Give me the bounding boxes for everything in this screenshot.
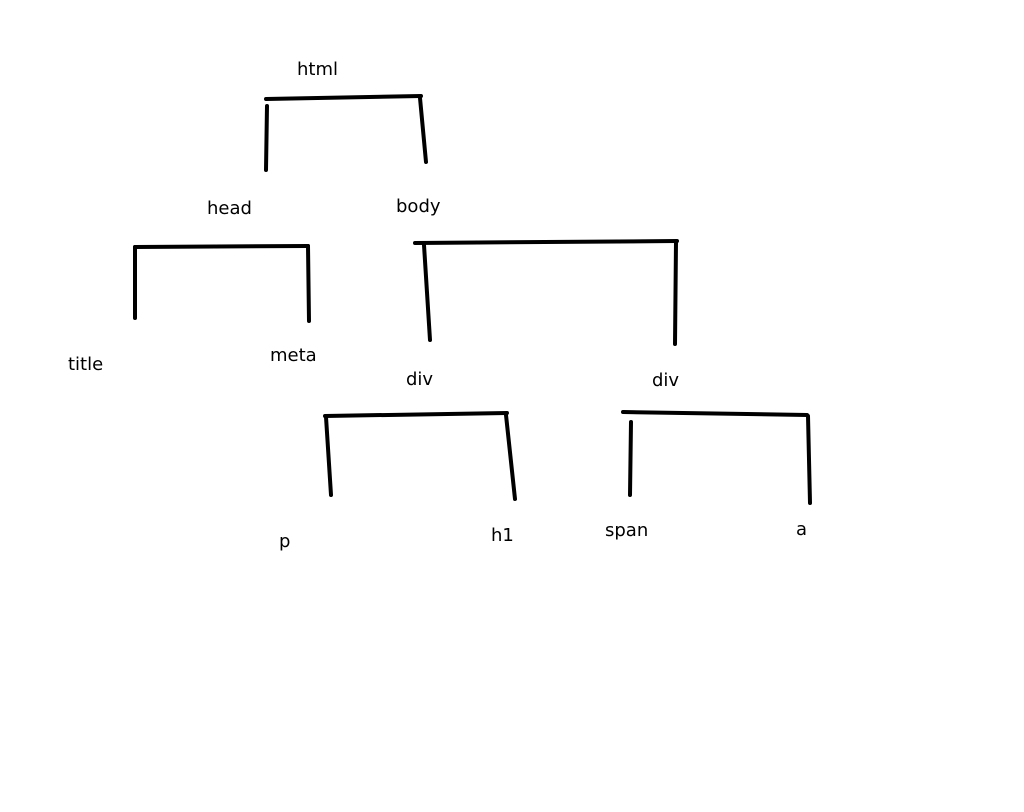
- node-title: title: [68, 354, 104, 375]
- node-p: p: [279, 531, 291, 552]
- connector-html-bar: [264, 94, 423, 101]
- connector-body-div2: [673, 240, 678, 346]
- node-div-left: div: [406, 369, 434, 390]
- connector-head-meta: [306, 244, 311, 323]
- connector-div2-span: [628, 420, 633, 497]
- connector-html-body: [418, 96, 428, 164]
- connector-html-head: [264, 104, 269, 172]
- connector-head-bar: [133, 244, 310, 249]
- node-head: head: [207, 198, 252, 219]
- node-h1: h1: [491, 525, 514, 546]
- node-a: a: [796, 519, 808, 540]
- node-html: html: [297, 59, 339, 80]
- connector-body-div1: [422, 243, 432, 342]
- connector-div2-a: [806, 414, 812, 505]
- connector-div2-bar: [621, 410, 809, 417]
- node-meta: meta: [270, 345, 317, 366]
- node-div-right: div: [652, 370, 680, 391]
- connector-div1-bar: [323, 411, 509, 418]
- node-span: span: [605, 520, 649, 541]
- connector-div1-p: [324, 415, 333, 497]
- connector-body-bar: [413, 239, 679, 245]
- node-body: body: [396, 196, 441, 217]
- connector-div1-h1: [504, 413, 517, 501]
